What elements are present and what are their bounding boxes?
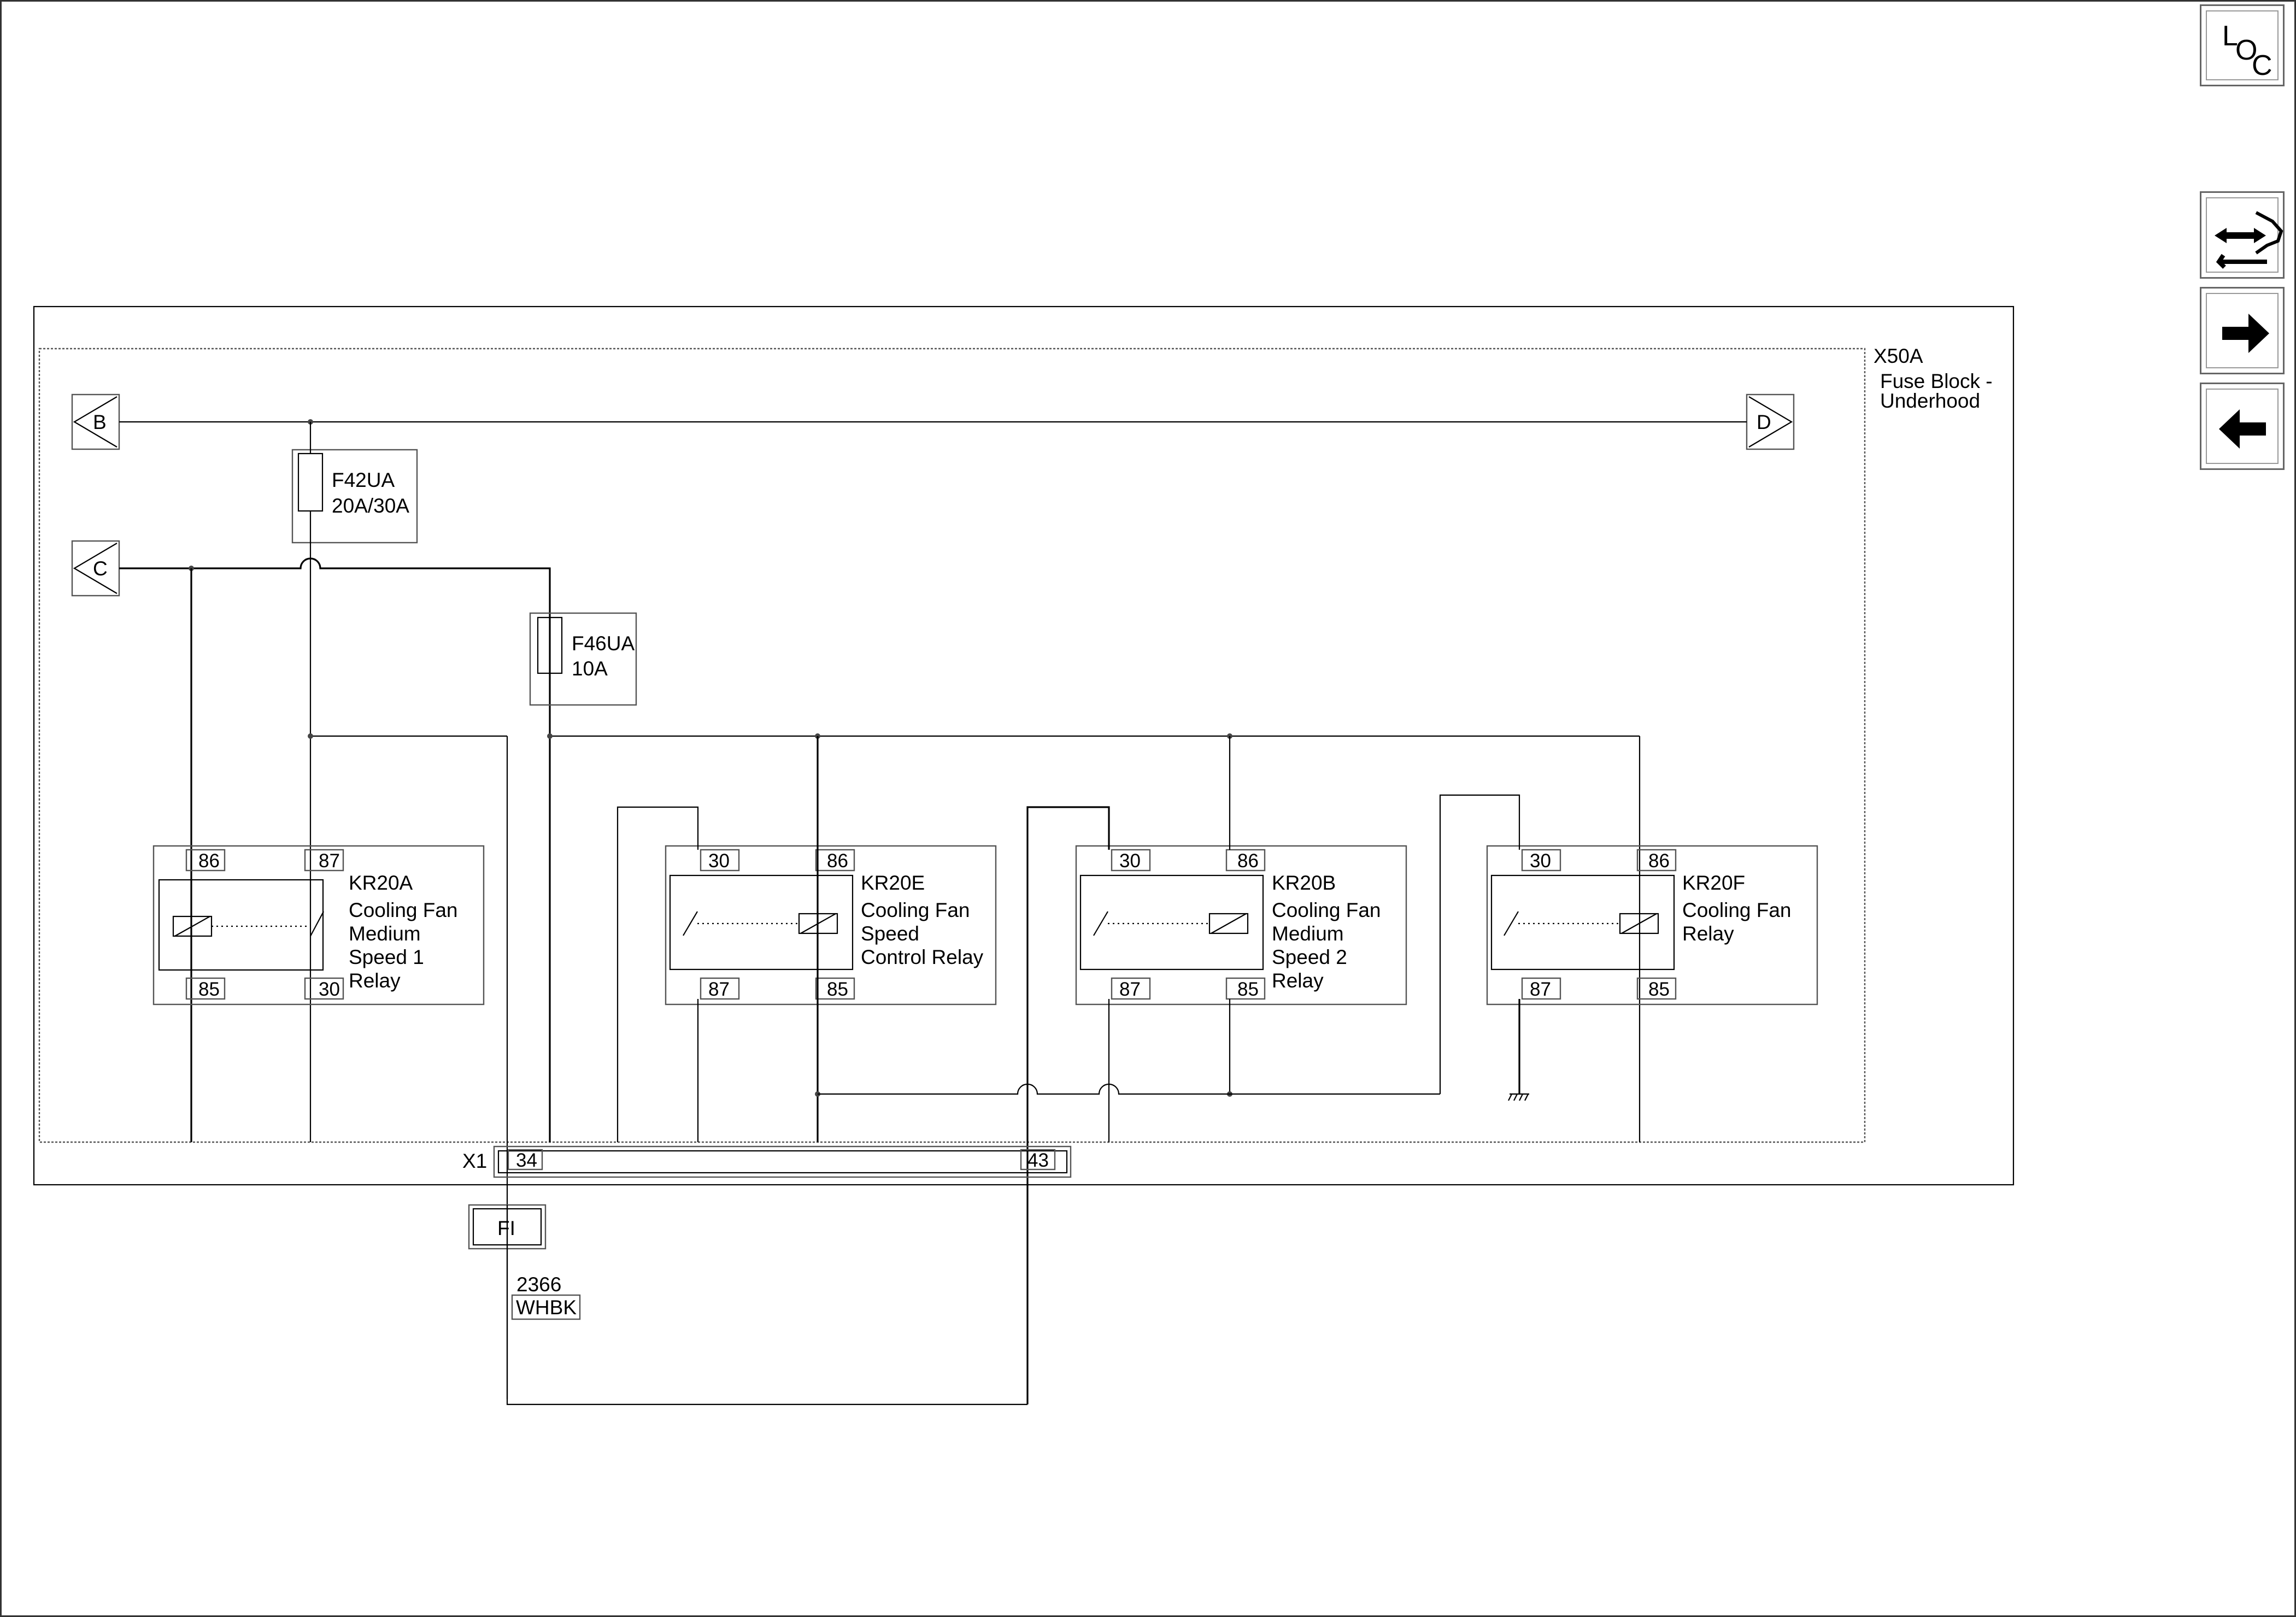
svg-text:30: 30 bbox=[319, 979, 340, 1000]
x50a-outer-box bbox=[33, 305, 2015, 1186]
circuit-color: WHBK bbox=[516, 1296, 577, 1319]
module-id: X50A bbox=[1874, 345, 1923, 367]
svg-text:85: 85 bbox=[1648, 979, 1670, 1000]
connector-x1: X1 34 43 bbox=[462, 1145, 1072, 1178]
svg-text:86: 86 bbox=[827, 850, 848, 872]
svg-text:87: 87 bbox=[1530, 979, 1551, 1000]
connector-x1-id: X1 bbox=[462, 1150, 487, 1172]
relay-kr20b-box bbox=[1075, 845, 1407, 1006]
connector-b[interactable]: B bbox=[71, 393, 120, 450]
svg-text:Relay: Relay bbox=[349, 969, 401, 992]
svg-text:30: 30 bbox=[1119, 850, 1141, 872]
fuse-f46ua: F46UA 10A bbox=[529, 612, 637, 706]
svg-text:85: 85 bbox=[827, 979, 848, 1000]
svg-text:30: 30 bbox=[708, 850, 730, 872]
svg-text:Cooling Fan: Cooling Fan bbox=[861, 899, 970, 921]
svg-text:O: O bbox=[2235, 34, 2257, 66]
svg-text:34: 34 bbox=[516, 1150, 537, 1171]
previous-arrow-icon[interactable] bbox=[2200, 383, 2285, 470]
svg-text:86: 86 bbox=[1648, 850, 1670, 872]
svg-text:C: C bbox=[93, 557, 108, 580]
relay-kr20f-id: KR20F bbox=[1682, 872, 1745, 894]
relay-kr20e-id: KR20E bbox=[861, 872, 925, 894]
relay-kr20f-box bbox=[1486, 845, 1818, 1006]
svg-text:87: 87 bbox=[319, 850, 340, 872]
svg-text:Speed 1: Speed 1 bbox=[349, 946, 424, 968]
svg-text:B: B bbox=[93, 411, 107, 433]
relay-kr20a-box bbox=[152, 845, 485, 1006]
svg-text:85: 85 bbox=[1237, 979, 1259, 1000]
next-arrow-icon[interactable] bbox=[2200, 287, 2285, 374]
svg-text:FI: FI bbox=[497, 1217, 515, 1239]
svg-text:87: 87 bbox=[708, 979, 730, 1000]
fuse-f46ua-rating: 10A bbox=[572, 657, 608, 680]
x50a-inner-box bbox=[38, 348, 1866, 1143]
svg-text:85: 85 bbox=[198, 979, 220, 1000]
svg-text:30: 30 bbox=[1530, 850, 1551, 872]
svg-text:87: 87 bbox=[1119, 979, 1141, 1000]
relay-kr20b-id: KR20B bbox=[1272, 872, 1336, 894]
svg-text:Cooling Fan: Cooling Fan bbox=[1272, 899, 1381, 921]
svg-text:86: 86 bbox=[1237, 850, 1259, 872]
svg-text:Cooling Fan: Cooling Fan bbox=[349, 899, 458, 921]
svg-text:C: C bbox=[2252, 50, 2272, 81]
svg-text:D: D bbox=[1757, 411, 1771, 433]
svg-text:Cooling Fan: Cooling Fan bbox=[1682, 899, 1792, 921]
module-name-line1: Fuse Block - bbox=[1880, 370, 1993, 392]
connector-d[interactable]: D bbox=[1746, 393, 1795, 450]
svg-text:L: L bbox=[2222, 20, 2238, 52]
svg-text:Speed: Speed bbox=[861, 922, 919, 945]
fuse-f42ua-id: F42UA bbox=[332, 469, 395, 491]
svg-text:Control Relay: Control Relay bbox=[861, 946, 984, 968]
svg-text:Medium: Medium bbox=[1272, 922, 1344, 945]
svg-text:43: 43 bbox=[1027, 1150, 1049, 1171]
svg-text:86: 86 bbox=[198, 850, 220, 872]
connector-view-icon[interactable] bbox=[2200, 191, 2285, 279]
svg-text:Medium: Medium bbox=[349, 922, 421, 945]
relay-kr20e-box bbox=[665, 845, 997, 1006]
fuse-f46ua-id: F46UA bbox=[572, 632, 635, 655]
loc-icon[interactable]: L O C bbox=[2200, 4, 2285, 86]
svg-text:Speed 2: Speed 2 bbox=[1272, 946, 1347, 968]
svg-text:Relay: Relay bbox=[1682, 922, 1734, 945]
fuse-f42ua-rating: 20A/30A bbox=[332, 495, 409, 517]
module-name-line2: Underhood bbox=[1880, 390, 1980, 412]
fuse-f42ua: F42UA 20A/30A bbox=[291, 449, 418, 544]
circuit-number: 2366 bbox=[516, 1273, 561, 1296]
connector-c[interactable]: C bbox=[71, 540, 120, 597]
svg-text:Relay: Relay bbox=[1272, 969, 1324, 992]
relay-kr20a-id: KR20A bbox=[349, 872, 413, 894]
